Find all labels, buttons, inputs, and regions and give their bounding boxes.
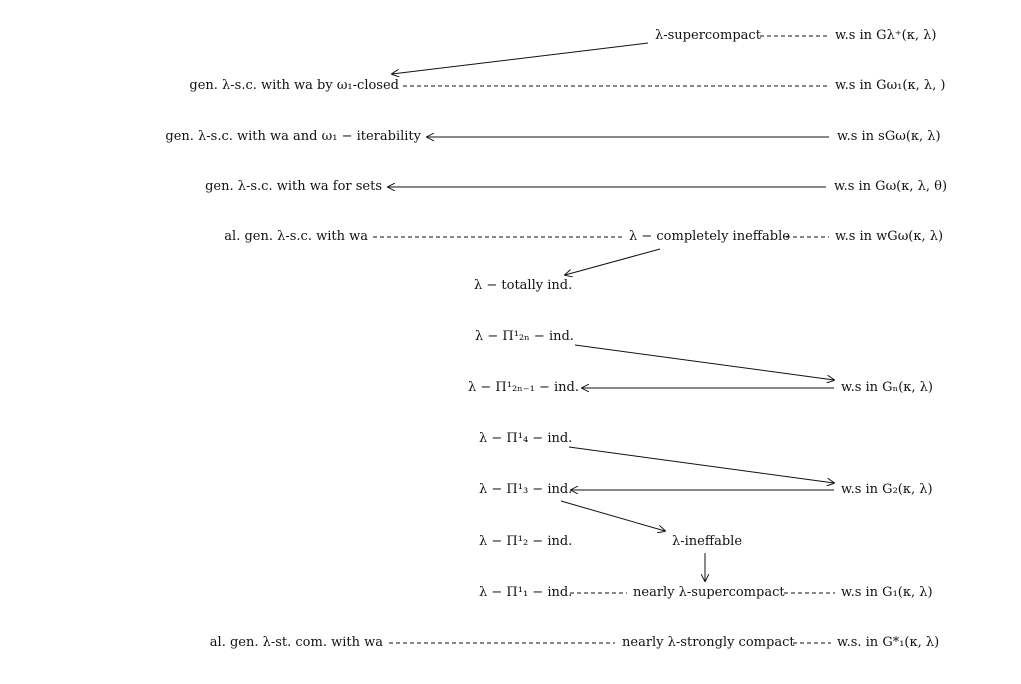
node-pi-2-ind: λ − Π¹₂ − ind. — [479, 534, 573, 549]
node-pi-2n-minus-1-ind: λ − Π¹₂ₙ₋₁ − ind. — [468, 380, 579, 395]
node-ws-g-1: w.s in G₁(κ, λ) — [841, 585, 933, 600]
arrow-pi2n-to-wsgn — [574, 344, 834, 380]
arrow-pi3-to-ineff — [560, 500, 665, 531]
node-al-gen-st-com: al. gen. λ-st. com. with wa — [209, 635, 383, 650]
node-gen-sc-omega1-closed: gen. λ-s.c. with wa by ω₁-closed — [189, 78, 399, 93]
node-ws-wg-omega: w.s in wGω(κ, λ) — [835, 229, 944, 244]
node-gen-sc-iterability: gen. λ-s.c. with wa and ω₁ − iterability — [165, 129, 421, 144]
node-ineffable: λ-ineffable — [672, 534, 743, 549]
arrow-pi4-to-wsg2 — [568, 446, 834, 483]
node-totally-ind: λ − totally ind. — [474, 278, 573, 293]
node-supercompact: λ-supercompact — [655, 28, 761, 43]
node-al-gen-sc: al. gen. λ-s.c. with wa — [224, 229, 368, 244]
node-ws-g-2: w.s in G₂(κ, λ) — [841, 482, 933, 497]
node-ws-g-n: w.s in Gₙ(κ, λ) — [841, 380, 933, 395]
node-gen-sc-sets: gen. λ-s.c. with wa for sets — [205, 179, 382, 194]
node-ws-g-1-star: w.s. in G*₁(κ, λ) — [837, 635, 940, 650]
node-pi-1-ind: λ − Π¹₁ − ind. — [479, 585, 573, 600]
node-ws-g-omega-theta: w.s in Gω(κ, λ, θ) — [834, 179, 948, 194]
node-pi-2n-ind: λ − Π¹₂ₙ − ind. — [475, 329, 574, 344]
node-completely-ineffable: λ − completely ineffable — [629, 229, 790, 244]
node-nearly-strongly-compact: nearly λ-strongly compact — [622, 635, 795, 650]
node-ws-sg-omega: w.s in sGω(κ, λ) — [837, 129, 941, 144]
node-nearly-supercompact: nearly λ-supercompact — [633, 585, 785, 600]
node-pi-4-ind: λ − Π¹₄ − ind. — [479, 431, 573, 446]
node-ws-g-omega1: w.s in Gω₁(κ, λ, ) — [835, 78, 946, 93]
node-pi-3-ind: λ − Π¹₃ − ind. — [479, 482, 573, 497]
arrow-compineff-to-totind — [565, 248, 661, 275]
arrow-sc-to-gen-omega1 — [392, 42, 649, 74]
node-ws-g-lambda-plus: w.s in Gλ⁺(κ, λ) — [835, 28, 937, 43]
